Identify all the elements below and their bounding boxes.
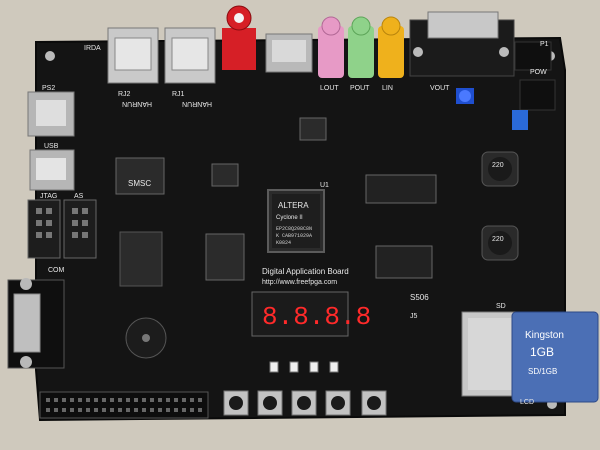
- fpga-part-line-2: K CAB971029A: [276, 233, 312, 239]
- buzzer: [125, 317, 167, 359]
- hanrun-label-1: HANRUN: [122, 100, 152, 107]
- inductors: 220 220: [481, 151, 519, 261]
- power-jack: POW P1: [514, 41, 556, 111]
- rj45-connectors: RJ2 RJ1 HANRUN HANRUN: [107, 27, 216, 107]
- misc-chips: [119, 117, 437, 287]
- rj2-label: RJ2: [118, 91, 131, 98]
- bottom-header: [39, 391, 209, 419]
- vout-label: VOUT: [430, 85, 450, 92]
- inductor-1-label: 220: [492, 162, 504, 169]
- fpga-part-line-1: EP2C8Q208C8N: [276, 226, 312, 232]
- lin-label: LIN: [382, 85, 393, 92]
- hanrun-label-2: HANRUN: [182, 100, 212, 107]
- sd-label: SD: [496, 303, 506, 310]
- smsc-label: SMSC: [128, 179, 151, 188]
- push-buttons: [223, 390, 387, 416]
- header-j1: [265, 33, 313, 73]
- usb-label: USB: [44, 143, 59, 150]
- sd-card-brand: Kingston: [525, 330, 564, 341]
- rca-jack: [222, 5, 256, 70]
- pout-label: POUT: [350, 85, 370, 92]
- inductor-2-label: 220: [492, 236, 504, 243]
- pow-label: POW: [530, 69, 547, 76]
- s506-label: S506: [410, 293, 429, 302]
- p1-label: P1: [540, 41, 549, 48]
- lout-label: LOUT: [320, 85, 339, 92]
- blue-potentiometer: [456, 88, 528, 130]
- fpga-chip: ALTERA Cyclone II EP2C8Q208C8N K CAB9710…: [267, 182, 329, 253]
- lcd-label: LCD: [520, 399, 534, 406]
- jtag-label: JTAG: [40, 193, 57, 200]
- fpga-part-line-3: K0824: [276, 240, 291, 246]
- board-url: http://www.freefpga.com: [262, 279, 337, 286]
- rj1-label: RJ1: [172, 91, 185, 98]
- board-title: Digital Application Board: [262, 267, 349, 276]
- jtag-as-headers: JTAG AS: [27, 193, 97, 259]
- ps2-usb-connectors: PS2 USB IRDA: [27, 45, 101, 191]
- fpga-family: Cyclone II: [276, 215, 303, 221]
- seven-seg-value: 8.8.8.8: [262, 302, 371, 332]
- led-row: [269, 361, 339, 373]
- vga-connector: VOUT: [409, 11, 515, 92]
- sd-card-size: 1GB: [530, 345, 554, 359]
- fpga-brand: ALTERA: [278, 201, 309, 210]
- sd-card: Kingston 1GB SD/1GB: [511, 311, 599, 403]
- js-label: J5: [410, 313, 418, 320]
- as-label: AS: [74, 193, 84, 200]
- smsc-chip: SMSC: [115, 157, 165, 195]
- irda-label: IRDA: [84, 45, 101, 52]
- seven-seg-display: 8.8.8.8: [251, 291, 371, 337]
- db9-com-connector: COM: [7, 267, 65, 369]
- u1-label: U1: [320, 182, 329, 189]
- sd-card-text: SD/1GB: [528, 367, 557, 376]
- com-label: COM: [48, 267, 65, 274]
- ps2-label: PS2: [42, 85, 55, 92]
- audio-jacks: LOUT POUT LIN: [318, 16, 404, 92]
